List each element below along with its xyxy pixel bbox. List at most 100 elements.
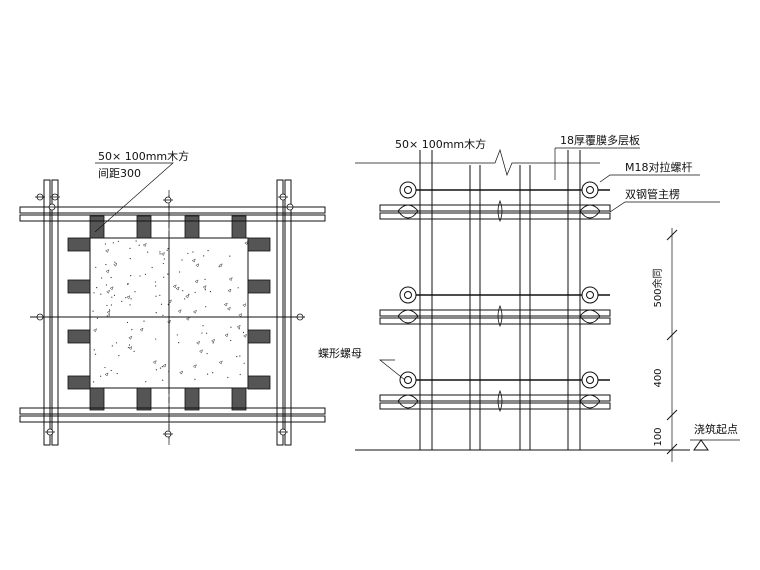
steel-pipe: [379, 394, 611, 402]
hatch-dot: [206, 373, 209, 375]
timber-block: [247, 237, 271, 252]
hatch-dot: [192, 251, 194, 253]
butterfly-nut: [399, 371, 417, 389]
pipe-group: [379, 286, 611, 328]
hatch-mark: [191, 258, 196, 263]
nut-hole: [404, 186, 412, 194]
butterfly-nut: [399, 181, 417, 199]
hatch-dot: [161, 366, 163, 368]
nut-hole: [586, 186, 594, 194]
nut-hole: [586, 291, 594, 299]
timber-block: [67, 279, 91, 294]
hatch-mark: [227, 288, 232, 293]
timber-block: [136, 387, 152, 411]
hatch-mark: [93, 328, 97, 333]
hatch-dot: [101, 277, 103, 279]
hatch-mark: [139, 327, 144, 332]
hatch-dot: [236, 355, 238, 358]
hatch-dot: [237, 287, 239, 289]
hatch-dot: [204, 289, 206, 291]
hatch-dot: [108, 309, 111, 311]
hatch-dot: [194, 378, 196, 380]
elevation-pipe-groups: [379, 181, 611, 413]
elev-timber-label: 50× 100mm木方: [395, 137, 486, 151]
plan-pipes-bottom: [19, 407, 326, 423]
hatch-mark: [199, 349, 203, 354]
hatch-mark: [175, 286, 180, 291]
hatch-mark: [223, 302, 228, 307]
hatch-mark: [128, 346, 133, 350]
timber-block: [67, 375, 91, 390]
hatch-dot: [134, 291, 136, 293]
timber-block: [184, 215, 200, 239]
hatch-dot: [202, 325, 204, 327]
pipe-coupler: [497, 199, 503, 223]
hatch-dot: [162, 262, 164, 265]
hatch-dot: [212, 342, 214, 344]
hatch-mark: [238, 313, 243, 317]
hatch-mark: [211, 338, 215, 343]
timber-block: [184, 387, 200, 411]
hatch-dot: [218, 266, 220, 268]
hatch-mark: [142, 242, 147, 247]
hatch-dot: [160, 303, 163, 305]
hatch-dot: [116, 372, 118, 375]
hatch-dot: [166, 249, 168, 251]
hatch-dot: [229, 255, 231, 257]
hatch-dot: [129, 304, 131, 306]
hatch-dot: [238, 328, 240, 330]
hatch-mark: [177, 309, 182, 314]
hatch-dot: [178, 342, 180, 344]
nut-hole: [586, 376, 594, 384]
hatch-dot: [167, 247, 169, 250]
hatch-mark: [109, 286, 114, 291]
hatch-dot: [126, 321, 129, 324]
steel-pipe: [379, 317, 611, 325]
hatch-dot: [125, 297, 127, 299]
hatch-dot: [154, 281, 157, 283]
timber-block: [67, 237, 91, 252]
hatch-dot: [143, 320, 145, 322]
hatch-dot: [96, 287, 98, 289]
hatch-mark: [160, 251, 165, 256]
hatch-dot: [110, 304, 112, 306]
hatch-dot: [181, 259, 183, 261]
hatch-dot: [111, 345, 113, 347]
hatch-dot: [167, 273, 169, 275]
pour-start-label: 浇筑起点: [694, 422, 738, 436]
hatch-dot: [230, 339, 232, 342]
hatch-dot: [243, 362, 245, 364]
steel-pipe: [379, 212, 611, 220]
plan-leader: [94, 162, 174, 233]
hatch-dot: [159, 253, 161, 255]
butterfly-nut: [399, 286, 417, 304]
clamp: [579, 394, 601, 409]
hatch-dot: [187, 252, 189, 255]
hatch-mark: [192, 364, 197, 369]
hatch-dot: [93, 292, 95, 294]
timber-block: [247, 375, 271, 390]
column-plan-view: 50× 100mm木方 间距300: [19, 149, 326, 446]
hatch-dot: [151, 266, 153, 269]
hatch-dot: [239, 373, 241, 376]
hatch-dot: [176, 334, 178, 336]
dim-100: 100: [653, 427, 664, 446]
hatch-dot: [115, 342, 118, 344]
pour-start-marker: 浇筑起点: [690, 422, 740, 451]
hatch-mark: [228, 277, 233, 281]
hatch-dot: [242, 331, 245, 334]
timber-block: [67, 329, 91, 344]
hatch-mark: [195, 263, 200, 268]
hatch-mark: [185, 294, 190, 299]
hatch-dot: [104, 243, 107, 245]
plan-pipes-right: [276, 179, 292, 446]
timber-block: [247, 329, 271, 344]
hatch-mark: [226, 306, 231, 311]
elevation-vertical-lines: [419, 150, 581, 450]
hatch-dot: [133, 350, 135, 352]
hatch-dot: [194, 291, 196, 294]
hatch-dot: [100, 375, 102, 377]
hatch-mark: [113, 262, 118, 267]
hatch-dot: [138, 244, 140, 246]
hatch-mark: [106, 289, 111, 294]
